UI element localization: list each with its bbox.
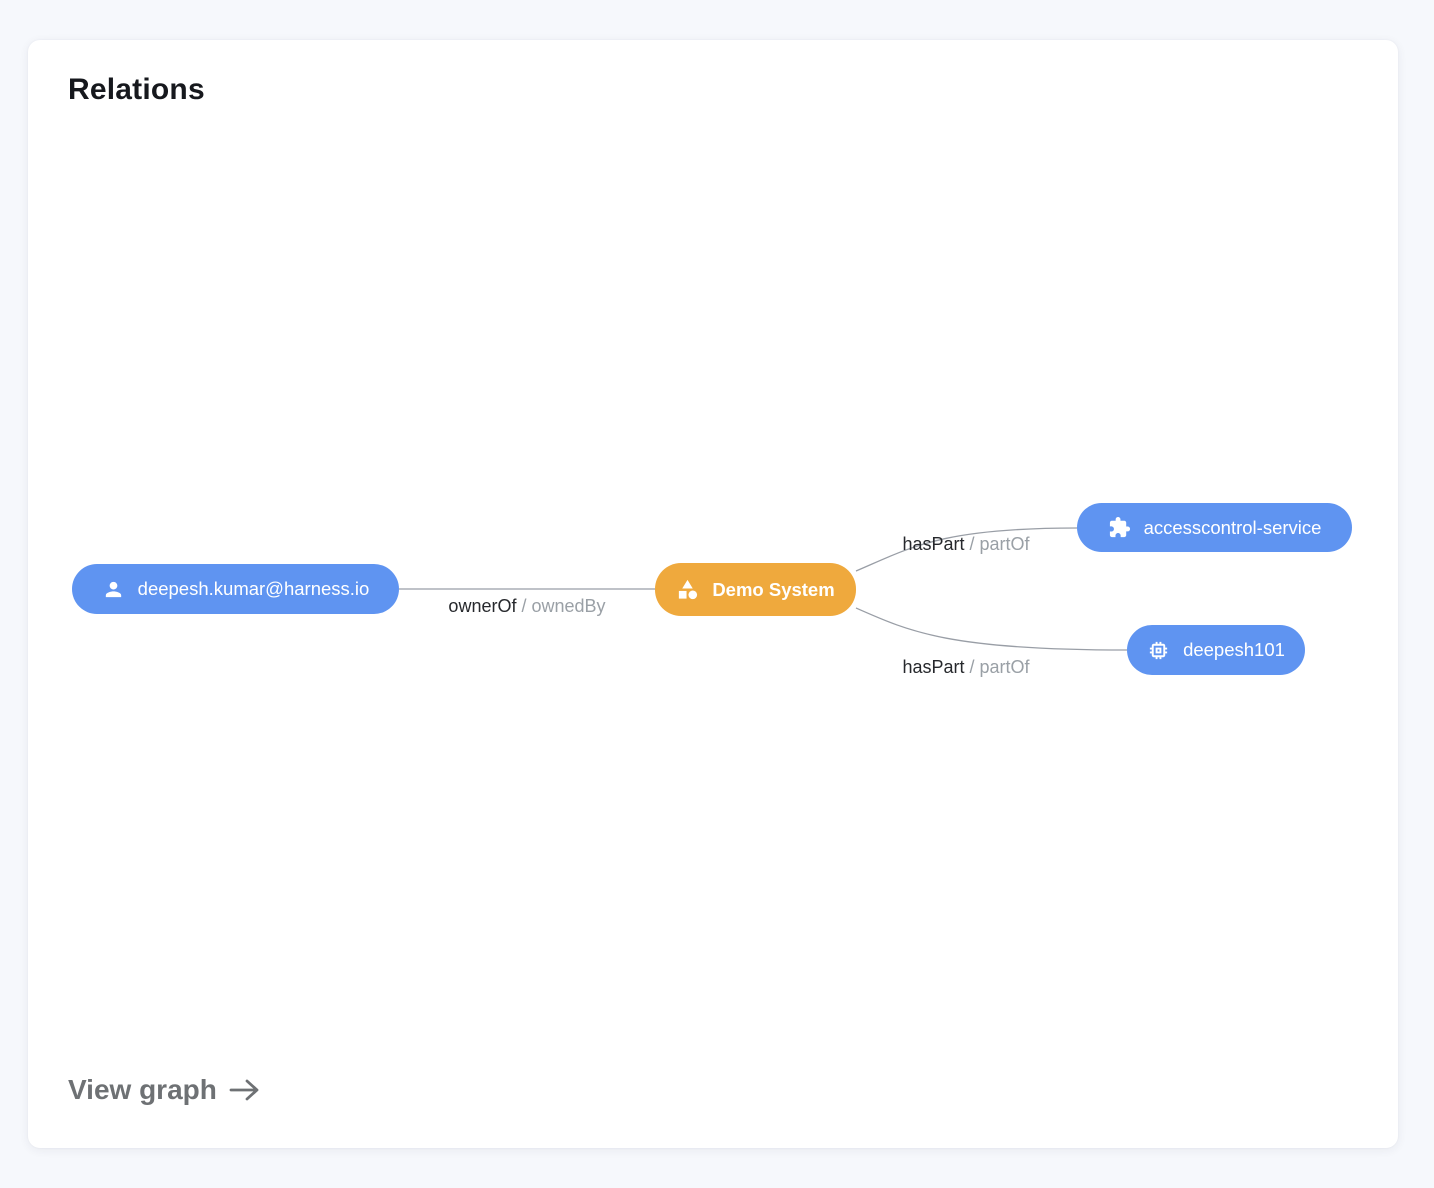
edge-label-ownerof: ownerOf / ownedBy	[448, 596, 605, 617]
edge-label-secondary: ownedBy	[531, 596, 606, 616]
node-label: accesscontrol-service	[1143, 516, 1322, 538]
edge-label-haspart-top: hasPart / partOf	[902, 534, 1029, 555]
edge-haspart-top	[855, 527, 1078, 572]
view-graph-link[interactable]: View graph	[68, 1074, 261, 1106]
node-label: deepesh101	[1183, 639, 1285, 660]
edge-label-haspart-bottom: hasPart / partOf	[902, 657, 1029, 678]
edge-label-primary: hasPart	[902, 657, 965, 677]
node-component[interactable]: deepesh101	[1127, 625, 1305, 675]
category-icon	[676, 578, 699, 601]
relations-card: Relations deepesh.kumar@harness.io Demo …	[28, 40, 1398, 1148]
view-graph-label: View graph	[68, 1074, 217, 1105]
arrow-right-icon	[229, 1079, 259, 1101]
node-service[interactable]: accesscontrol-service	[1077, 503, 1352, 552]
edge-label-secondary: partOf	[979, 657, 1030, 677]
node-user[interactable]: deepesh.kumar@harness.io	[72, 564, 399, 614]
node-label: Demo System	[712, 578, 835, 600]
relations-graph: deepesh.kumar@harness.io Demo System acc…	[28, 40, 1398, 1148]
edge-label-primary: hasPart	[902, 534, 965, 554]
node-system[interactable]: Demo System	[655, 563, 856, 616]
edge-label-separator: /	[521, 596, 527, 616]
edge-lines	[399, 527, 1128, 651]
node-label: deepesh.kumar@harness.io	[137, 578, 370, 599]
edge-label-separator: /	[969, 534, 975, 554]
puzzle-icon	[1108, 516, 1131, 539]
edge-label-separator: /	[969, 657, 975, 677]
edge-haspart-bottom	[855, 607, 1128, 651]
card-title: Relations	[68, 73, 205, 106]
person-icon	[102, 578, 125, 601]
edge-label-secondary: partOf	[979, 534, 1030, 554]
edge-label-primary: ownerOf	[448, 596, 517, 616]
chip-icon	[1147, 639, 1170, 662]
